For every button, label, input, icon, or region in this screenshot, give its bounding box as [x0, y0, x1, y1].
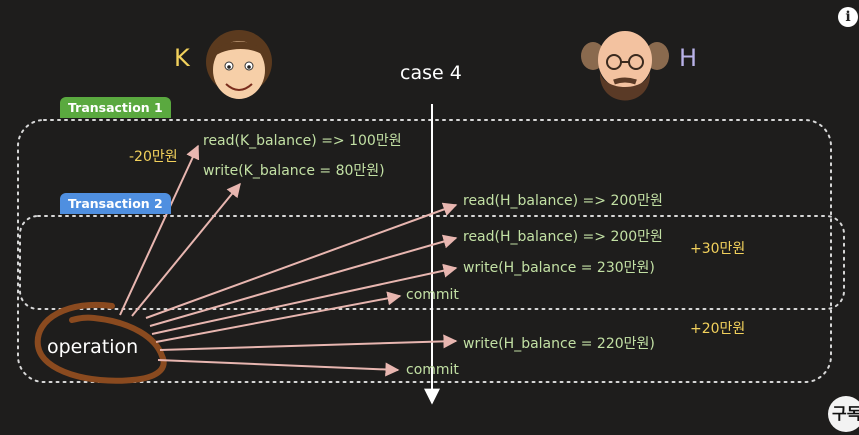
- t1-write-k: write(K_balance = 80만원): [203, 160, 385, 180]
- avatar-k-face: [206, 30, 272, 99]
- arrow-to-t1-read-k: [120, 146, 198, 315]
- person-k-letter: K: [174, 44, 190, 72]
- arrow-to-t2-read-h: [150, 238, 456, 326]
- t1-delta-k: -20만원: [129, 146, 178, 166]
- transaction-1-tag: Transaction 1: [60, 97, 171, 118]
- t2-read-h: read(H_balance) => 200만원: [463, 226, 663, 246]
- avatar-h-face: [581, 31, 669, 101]
- person-h-letter: H: [679, 44, 697, 72]
- case-title: case 4: [400, 62, 462, 84]
- t1-delta-h: +20만원: [690, 318, 745, 338]
- arrow-to-t1-write-h: [160, 341, 456, 350]
- t1-read-k: read(K_balance) => 100만원: [203, 130, 402, 150]
- t2-write-h: write(H_balance = 230만원): [463, 257, 655, 277]
- t1-read-h: read(H_balance) => 200만원: [463, 190, 663, 210]
- t1-write-h: write(H_balance = 220만원): [463, 333, 655, 353]
- operation-label: operation: [47, 336, 138, 358]
- arrow-to-t1-commit: [158, 360, 398, 370]
- subscribe-badge[interactable]: 구독: [828, 396, 859, 432]
- t2-commit: commit: [406, 287, 459, 303]
- info-icon[interactable]: i: [838, 7, 858, 27]
- t2-delta: +30만원: [690, 238, 745, 258]
- transaction-2-tag: Transaction 2: [60, 193, 171, 214]
- t1-commit: commit: [406, 362, 459, 378]
- arrow-to-t2-commit: [156, 296, 400, 342]
